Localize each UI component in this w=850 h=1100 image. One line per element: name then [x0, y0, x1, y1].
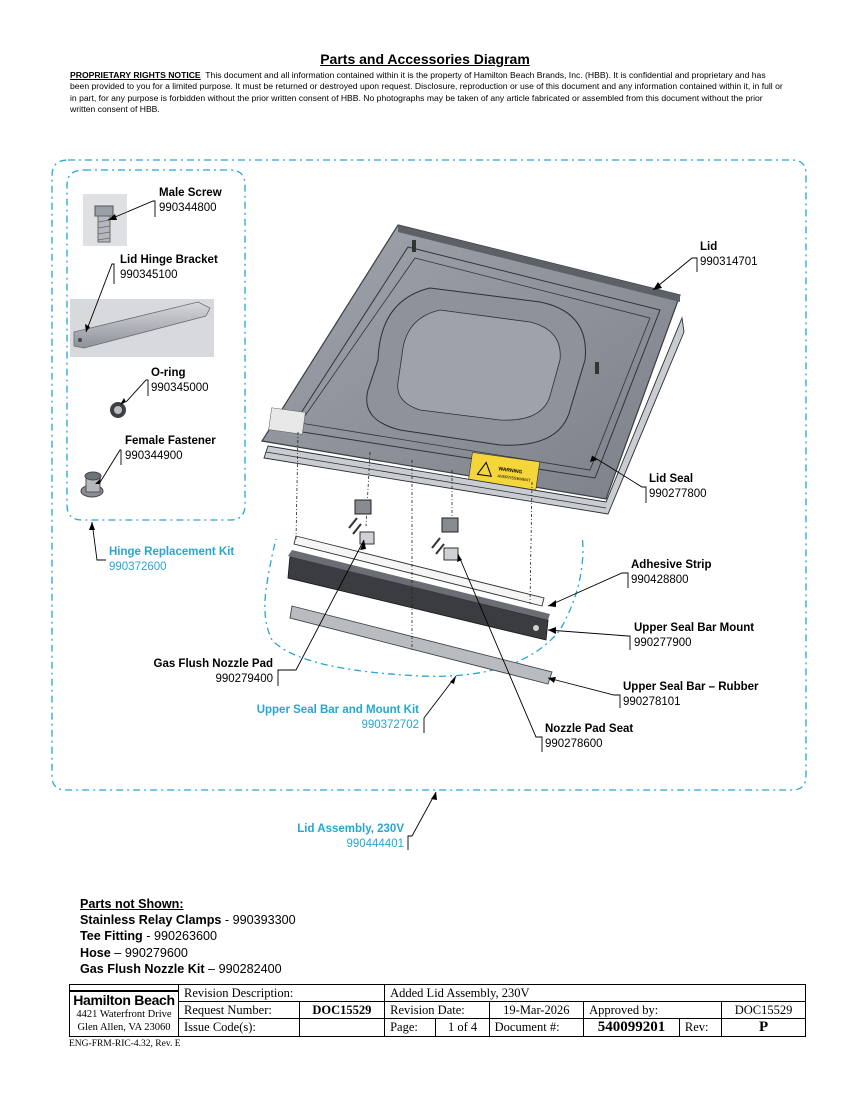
female-fastener-image [80, 471, 104, 498]
upper-seal-bar-rubber-number: 990278101 [623, 696, 681, 708]
revision-date-label: Revision Date: [384, 1001, 490, 1019]
upper-seal-bar-mount-number: 990277900 [634, 637, 692, 649]
approved-by-label: Approved by: [583, 1001, 723, 1019]
title-block: Hamilton Beach 4421 Waterfront Drive Gle… [69, 984, 806, 1037]
rev-value: P [721, 1018, 806, 1037]
revision-description-label: Revision Description: [177, 984, 386, 1002]
nozzle-pad-seat-number: 990278600 [545, 738, 603, 750]
gas-flush-nozzle-pad-number: 990279400 [215, 673, 273, 685]
upper-seal-bar-mount-name: Upper Seal Bar Mount [634, 622, 755, 634]
lid-image: WARNING AVERTISSEMENT [252, 209, 697, 539]
leader-lines [85, 200, 698, 850]
male-screw-name: Male Screw [159, 187, 222, 199]
company-address-1: 4421 Waterfront Drive [76, 1008, 172, 1020]
revision-date: 19-Mar-2026 [488, 1001, 585, 1019]
gas-flush-nozzle-pad-label: Gas Flush Nozzle Pad 990279400 [120, 657, 274, 687]
adhesive-strip-number: 990428800 [631, 574, 689, 586]
lid-hinge-bracket-name: Lid Hinge Bracket [120, 254, 218, 266]
warning-label-line1: WARNING [498, 466, 523, 475]
lid-assembly-kit-outline [51, 159, 807, 791]
lid-seal-number: 990277800 [649, 488, 707, 500]
hinge-kit-name: Hinge Replacement Kit [109, 546, 235, 558]
page-label: Page: [384, 1018, 437, 1037]
issue-codes-label: Issue Code(s): [178, 1018, 300, 1037]
lid-label: Lid 990314701 [700, 240, 758, 270]
upper-seal-bar-mount-label: Upper Seal Bar Mount 990277900 [634, 621, 754, 651]
form-reference: ENG-FRM-RIC-4.32, Rev. E [69, 1039, 181, 1049]
revision-description: Added Lid Assembly, 230V [384, 984, 806, 1002]
hinge-bracket-image [70, 299, 214, 357]
adhesive-strip-label: Adhesive Strip 990428800 [631, 558, 712, 588]
page-title: Parts and Accessories Diagram [320, 51, 530, 67]
male-screw-image [83, 194, 127, 246]
nozzle-pad-seat-label: Nozzle Pad Seat 990278600 [545, 722, 633, 752]
hinge-kit-outline [66, 169, 246, 521]
nozzle-pad-seat-name: Nozzle Pad Seat [545, 723, 634, 735]
female-fastener-label: Female Fastener 990344900 [125, 434, 216, 464]
male-screw-label: Male Screw 990344800 [159, 186, 222, 216]
hinge-kit-number: 990372600 [109, 561, 167, 573]
company-logo: Hamilton Beach 4421 Waterfront Drive Gle… [69, 984, 179, 1037]
lid-assembly-number: 990444401 [346, 838, 404, 850]
document-number: 540099201 [583, 1018, 680, 1037]
notice-text: This document and all information contai… [70, 70, 783, 115]
parts-not-shown: Parts not Shown: Stainless Relay Clamps … [80, 896, 296, 977]
proprietary-notice: PROPRIETARY RIGHTS NOTICE This document … [70, 70, 785, 116]
lid-hinge-bracket-label: Lid Hinge Bracket 990345100 [120, 253, 218, 283]
lid-name: Lid [700, 241, 718, 253]
page-number: 1 of 4 [435, 1018, 490, 1037]
lid-assembly-label: Lid Assembly, 230V 990444401 [250, 822, 404, 852]
document-number-label: Document #: [488, 1018, 585, 1037]
upper-seal-bar-rubber-name: Upper Seal Bar – Rubber [623, 681, 759, 693]
lid-seal-name: Lid Seal [649, 473, 694, 485]
seal-bar-kit-number: 990372702 [361, 719, 419, 731]
list-item: Gas Flush Nozzle Kit – 990282400 [80, 961, 282, 976]
female-fastener-name: Female Fastener [125, 435, 216, 447]
o-ring-image [110, 402, 126, 418]
adhesive-strip-name: Adhesive Strip [631, 559, 712, 571]
company-address-2: Glen Allen, VA 23060 [77, 1021, 171, 1033]
lid-assembly-name: Lid Assembly, 230V [297, 823, 404, 835]
o-ring-number: 990345000 [151, 382, 209, 394]
warning-label-line2: AVERTISSEMENT [497, 473, 531, 483]
company-name: Hamilton Beach [70, 989, 178, 1008]
lid-seal-label: Lid Seal 990277800 [649, 472, 707, 502]
approved-by: DOC15529 [721, 1001, 806, 1019]
parts-not-shown-heading: Parts not Shown: [80, 897, 184, 911]
o-ring-label: O-ring 990345000 [151, 366, 209, 396]
list-item: Tee Fitting - 990263600 [80, 929, 217, 944]
issue-codes [298, 1018, 386, 1037]
o-ring-name: O-ring [151, 367, 186, 379]
request-number-label: Request Number: [178, 1001, 300, 1019]
lid-number: 990314701 [700, 256, 758, 268]
upper-seal-bar-rubber-label: Upper Seal Bar – Rubber 990278101 [623, 680, 758, 710]
lid-hinge-bracket-number: 990345100 [120, 269, 178, 281]
list-item: Stainless Relay Clamps - 990393300 [80, 913, 296, 928]
gas-flush-nozzle-pad-name: Gas Flush Nozzle Pad [153, 658, 274, 670]
notice-heading: PROPRIETARY RIGHTS NOTICE [70, 70, 201, 80]
seal-bar-kit-name: Upper Seal Bar and Mount Kit [256, 704, 419, 716]
male-screw-number: 990344800 [159, 202, 217, 214]
female-fastener-number: 990344900 [125, 450, 183, 462]
rev-label: Rev: [678, 1018, 723, 1037]
request-number: DOC15529 [298, 1001, 386, 1019]
seal-bar-kit-label: Upper Seal Bar and Mount Kit 990372702 [220, 703, 419, 733]
hinge-kit-label: Hinge Replacement Kit 990372600 [109, 545, 234, 575]
list-item: Hose – 990279600 [80, 945, 188, 960]
